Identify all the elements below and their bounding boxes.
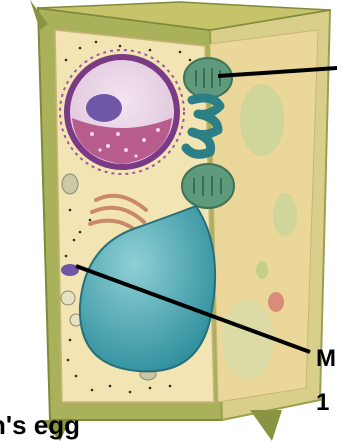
cut-vacuole-slice bbox=[222, 300, 274, 380]
chloroplast-bottom bbox=[182, 164, 234, 208]
vesicle-1 bbox=[62, 174, 78, 194]
wall-corner-bottom-right bbox=[250, 410, 282, 441]
label-right-line-2: 1 bbox=[316, 390, 329, 416]
label-right-line-1: M bbox=[316, 346, 336, 372]
chloroplast-top bbox=[184, 58, 232, 98]
vesicle-2 bbox=[61, 291, 75, 305]
label-bottom-caption: n's egg bbox=[0, 410, 80, 440]
cut-body-red bbox=[268, 292, 284, 312]
cut-chloroplast-1 bbox=[240, 84, 284, 156]
cut-chloroplast-2 bbox=[273, 193, 297, 237]
nucleolus bbox=[86, 94, 122, 122]
cut-body-green bbox=[256, 261, 268, 279]
